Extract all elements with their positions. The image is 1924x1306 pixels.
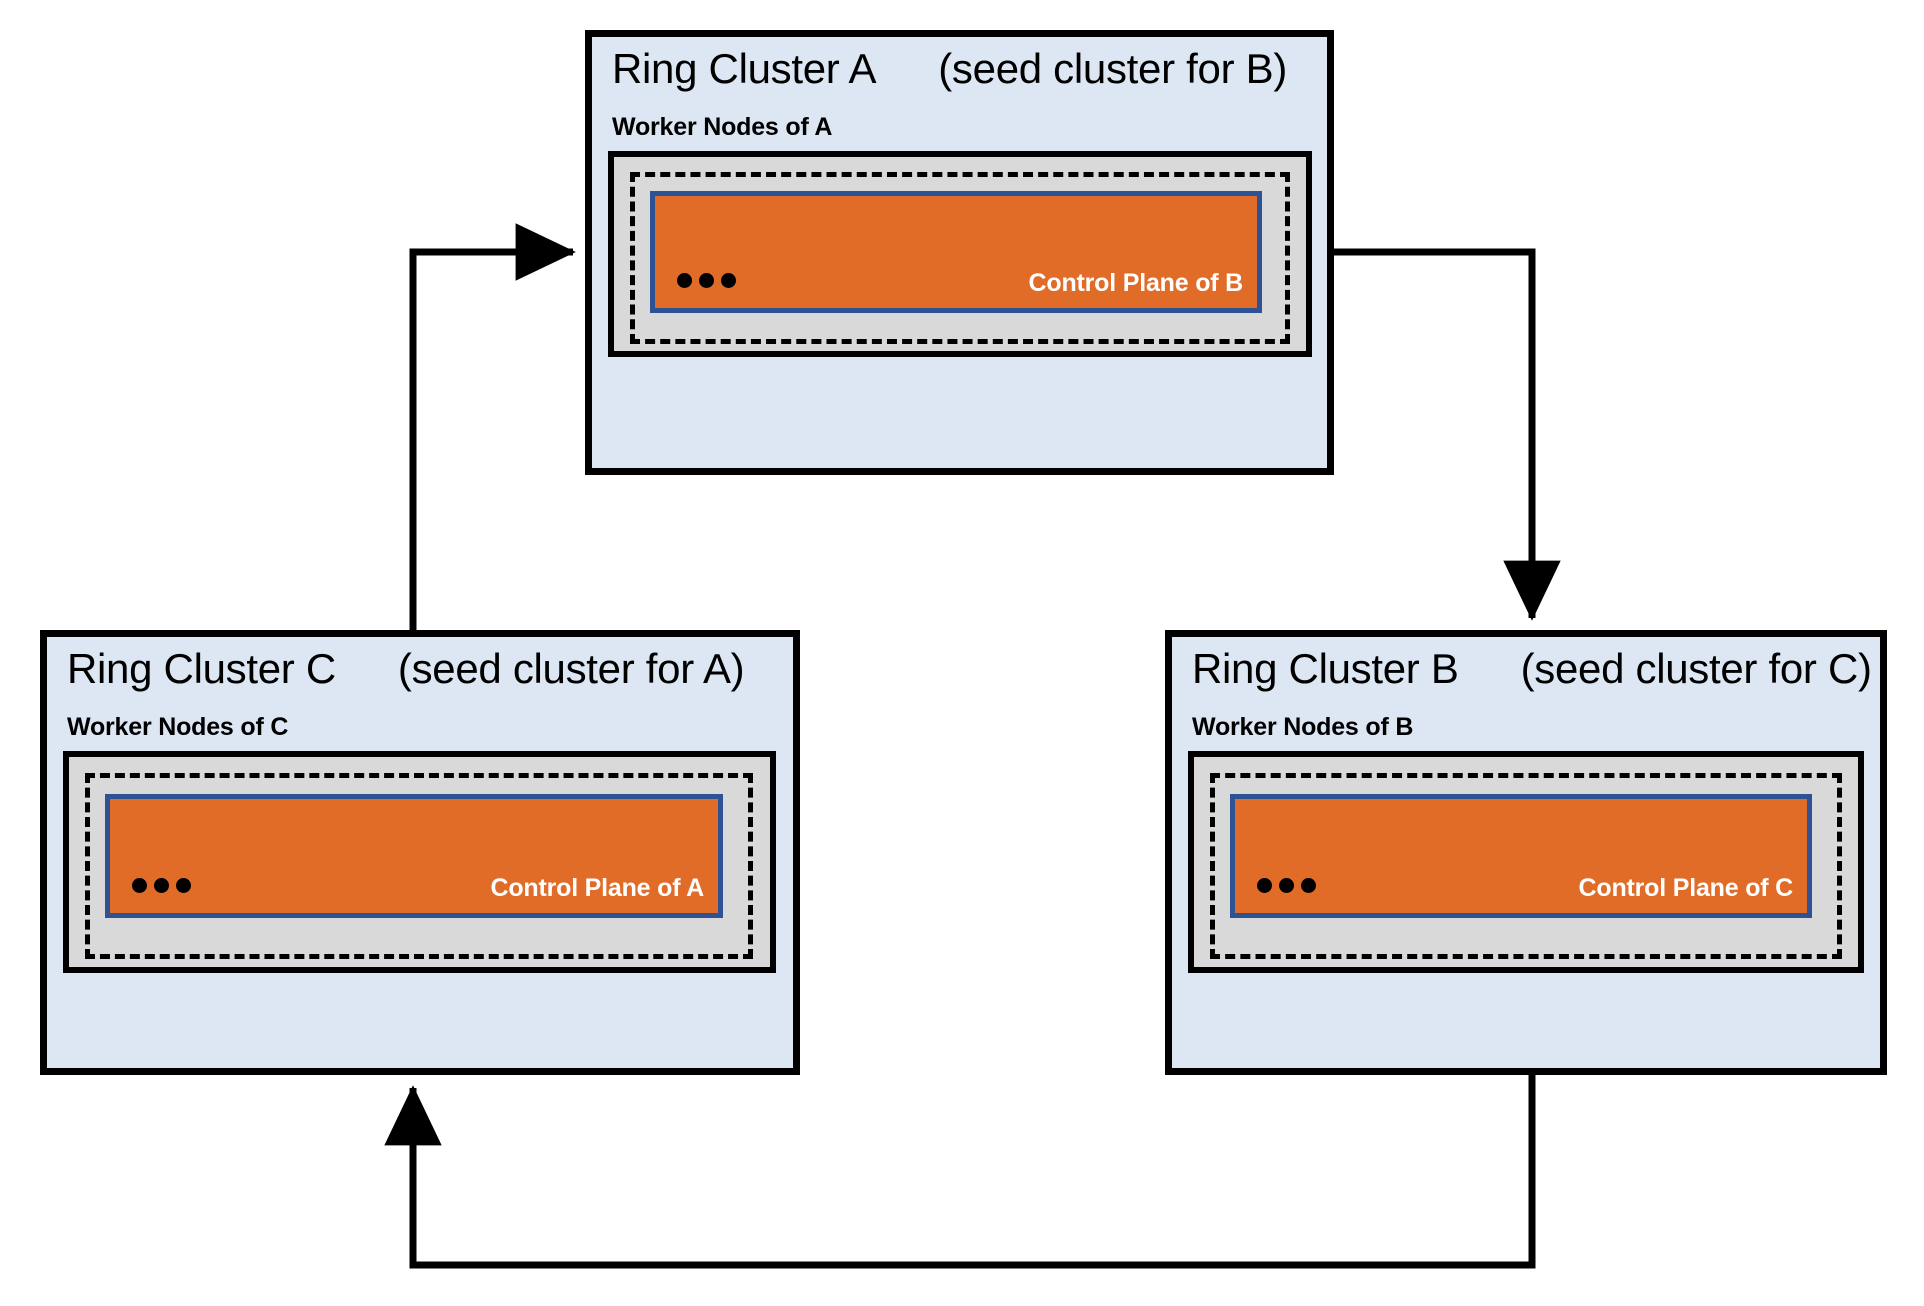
cluster-box-a[interactable]: Ring Cluster A (seed cluster for B) Work… bbox=[585, 30, 1334, 475]
control-plane-box-a[interactable]: Control Plane of A bbox=[105, 794, 723, 918]
cluster-c-worker-label: Worker Nodes of C bbox=[67, 713, 289, 741]
more-nodes-ellipsis-b bbox=[1257, 878, 1316, 893]
cluster-c-name: Ring Cluster C bbox=[67, 645, 336, 692]
cluster-a-seed-note: (seed cluster for B) bbox=[938, 45, 1288, 92]
control-plane-b-label: Control Plane of B bbox=[1028, 269, 1244, 297]
cluster-a-name: Ring Cluster A bbox=[612, 45, 877, 92]
cluster-b-seed-note: (seed cluster for C) bbox=[1520, 645, 1872, 692]
worker-nodes-box-b[interactable]: Control Plane of C bbox=[1188, 751, 1864, 973]
dot-1 bbox=[1257, 878, 1272, 893]
control-plane-a-label: Control Plane of A bbox=[490, 874, 704, 902]
arrow-b-to-c bbox=[384, 1075, 1536, 1269]
cluster-c-seed-note: (seed cluster for A) bbox=[397, 645, 745, 692]
dot-2 bbox=[1279, 878, 1294, 893]
dot-3 bbox=[176, 878, 191, 893]
arrow-a-to-b bbox=[1334, 248, 1561, 621]
cluster-a-title: Ring Cluster A (seed cluster for B) bbox=[612, 45, 1287, 93]
worker-node-dashed-b: Control Plane of C bbox=[1210, 773, 1842, 959]
dot-3 bbox=[1301, 878, 1316, 893]
cluster-c-title: Ring Cluster C (seed cluster for A) bbox=[67, 645, 745, 693]
dot-2 bbox=[699, 273, 714, 288]
arrow-c-to-a bbox=[409, 223, 576, 630]
control-plane-box-c[interactable]: Control Plane of C bbox=[1230, 794, 1812, 918]
cluster-box-c[interactable]: Ring Cluster C (seed cluster for A) Work… bbox=[40, 630, 800, 1075]
control-plane-box-b[interactable]: Control Plane of B bbox=[650, 191, 1262, 313]
cluster-box-b[interactable]: Ring Cluster B (seed cluster for C) Work… bbox=[1165, 630, 1887, 1075]
cluster-a-worker-label: Worker Nodes of A bbox=[612, 113, 833, 141]
worker-nodes-box-c[interactable]: Control Plane of A bbox=[63, 751, 776, 973]
dot-3 bbox=[721, 273, 736, 288]
dot-1 bbox=[677, 273, 692, 288]
worker-node-dashed-a: Control Plane of B bbox=[630, 172, 1290, 344]
dot-2 bbox=[154, 878, 169, 893]
more-nodes-ellipsis-a bbox=[677, 273, 736, 288]
more-nodes-ellipsis-c bbox=[132, 878, 191, 893]
worker-node-dashed-c: Control Plane of A bbox=[85, 773, 753, 959]
cluster-b-title: Ring Cluster B (seed cluster for C) bbox=[1192, 645, 1872, 693]
worker-nodes-box-a[interactable]: Control Plane of B bbox=[608, 151, 1312, 357]
dot-1 bbox=[132, 878, 147, 893]
cluster-b-name: Ring Cluster B bbox=[1192, 645, 1459, 692]
cluster-b-worker-label: Worker Nodes of B bbox=[1192, 713, 1414, 741]
control-plane-c-label: Control Plane of C bbox=[1578, 874, 1794, 902]
